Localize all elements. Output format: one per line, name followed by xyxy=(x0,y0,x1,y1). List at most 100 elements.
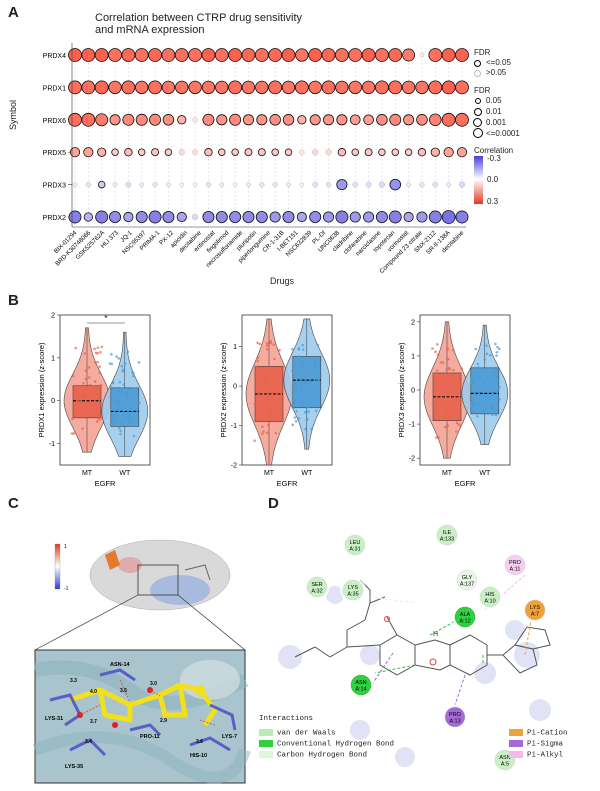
jitter-point xyxy=(491,378,495,382)
bubble-prdx1 xyxy=(335,80,349,95)
bubble-prdx5 xyxy=(391,148,399,156)
interaction-legend-swatch xyxy=(259,740,273,747)
residue-label-asn14: ASN-14 xyxy=(110,662,131,668)
jitter-point xyxy=(126,393,129,396)
jitter-point xyxy=(431,347,434,350)
panel-d-2d-diagram: H LEUA:31ILEA:133GLYA:137SERA:32LYSA:35P… xyxy=(278,522,551,773)
bubble-prdx2 xyxy=(363,211,375,223)
panel-c-image: 1 -1 xyxy=(32,539,251,784)
jitter-point xyxy=(99,383,103,387)
jitter-point xyxy=(447,366,451,370)
bubble-prdx6 xyxy=(282,114,295,126)
interaction-legend-label: Pi-Sigma xyxy=(527,740,564,749)
jitter-point xyxy=(315,378,319,381)
jitter-point xyxy=(448,372,452,375)
jitter-point xyxy=(108,362,112,365)
bubble-prdx5 xyxy=(138,148,146,156)
jitter-point xyxy=(484,408,487,411)
jitter-point xyxy=(305,418,309,422)
bubble-prdx5 xyxy=(164,148,173,156)
jitter-point xyxy=(132,434,136,438)
bubble-prdx2 xyxy=(416,211,428,223)
jitter-point xyxy=(436,353,440,357)
jitter-point xyxy=(132,374,135,378)
jitter-point xyxy=(297,347,301,350)
jitter-point xyxy=(262,412,265,415)
residue-number: A:13 xyxy=(449,719,460,725)
jitter-point xyxy=(495,350,499,354)
bubble-prdx3 xyxy=(432,181,439,188)
jitter-point xyxy=(267,423,270,427)
bubble-prdx4 xyxy=(254,48,269,62)
bubble-prdx6 xyxy=(376,114,388,126)
jitter-point xyxy=(265,431,269,435)
jitter-point xyxy=(270,413,274,416)
bubble-prdx4 xyxy=(161,48,176,62)
row-label: PRDX4 xyxy=(43,53,66,60)
legend-corr-scale: -0.3 0.0 0.3 xyxy=(474,154,513,206)
bubble-prdx2 xyxy=(255,211,268,223)
y-tick-label: 1 xyxy=(233,344,237,351)
bubble-prdx4 xyxy=(419,52,425,58)
legend-fdr-title: FDR xyxy=(474,48,491,57)
bubble-prdx1 xyxy=(441,80,456,95)
jitter-point xyxy=(96,346,100,350)
bubble-prdx1 xyxy=(361,80,376,95)
interaction-legend-label: Carbon Hydrogen Bond xyxy=(277,751,368,760)
jitter-point xyxy=(137,361,141,364)
row-label: PRDX2 xyxy=(43,215,66,222)
jitter-point xyxy=(293,401,296,404)
jitter-point xyxy=(267,401,270,405)
bubble-prdx6 xyxy=(202,113,215,126)
jitter-point xyxy=(265,347,269,351)
panel-letter-d: D xyxy=(268,495,279,512)
jitter-point xyxy=(434,350,437,354)
bubble-prdx3 xyxy=(272,181,278,188)
bubble-prdx3 xyxy=(389,178,402,191)
bubble-prdx3 xyxy=(139,182,145,188)
residue-node xyxy=(436,524,458,546)
jitter-point xyxy=(113,416,116,420)
jitter-point xyxy=(294,381,297,385)
jitter-point xyxy=(275,389,279,392)
jitter-point xyxy=(256,356,260,359)
jitter-point xyxy=(111,380,115,384)
y-axis-label: PRDX1 expression (z-score) xyxy=(37,342,46,438)
jitter-point xyxy=(92,404,95,407)
zoom-box xyxy=(137,564,179,596)
legend-size-label-2: 0.01 xyxy=(486,107,502,116)
bubble-prdx2 xyxy=(269,211,281,223)
residue-number: A:10 xyxy=(484,599,495,605)
residue-node xyxy=(342,579,364,601)
jitter-point xyxy=(294,420,298,423)
interaction-legend-label: Pi-Cation xyxy=(527,729,568,738)
jitter-point xyxy=(310,371,313,375)
residue-name: ASN xyxy=(355,680,366,686)
jitter-point xyxy=(265,377,269,381)
jitter-point xyxy=(478,402,482,406)
legend-fdr-sig-label: <=0.05 xyxy=(486,58,511,67)
legend-size-4: <=0.0001 xyxy=(473,128,520,140)
jitter-point xyxy=(92,385,96,388)
bubble-prdx4 xyxy=(402,48,416,62)
distance-label-1: 4.0 xyxy=(90,689,97,695)
bubble-prdx1 xyxy=(281,80,296,95)
x-axis-label: EGFR xyxy=(95,479,116,488)
bubble-prdx1 xyxy=(81,80,96,95)
interaction-legend-item: Conventional Hydrogen Bond xyxy=(259,740,394,748)
bubble-prdx5 xyxy=(456,147,468,158)
jitter-point xyxy=(482,381,485,384)
jitter-point xyxy=(293,416,297,419)
jitter-point xyxy=(483,358,487,361)
jitter-point xyxy=(120,364,124,368)
jitter-point xyxy=(122,368,125,372)
bubble-prdx5 xyxy=(299,149,305,155)
jitter-point xyxy=(314,409,318,413)
y-tick-label: 0 xyxy=(411,388,415,395)
jitter-point xyxy=(495,375,498,378)
y-tick-label: -1 xyxy=(49,441,55,448)
binding-site-zoom: ASN-14 LYS-31 LYS-35 PRO-11 HIS-10 LYS-7… xyxy=(32,649,251,784)
jitter-point xyxy=(439,386,443,389)
y-tick-label: -1 xyxy=(231,423,237,430)
jitter-point xyxy=(271,416,274,419)
